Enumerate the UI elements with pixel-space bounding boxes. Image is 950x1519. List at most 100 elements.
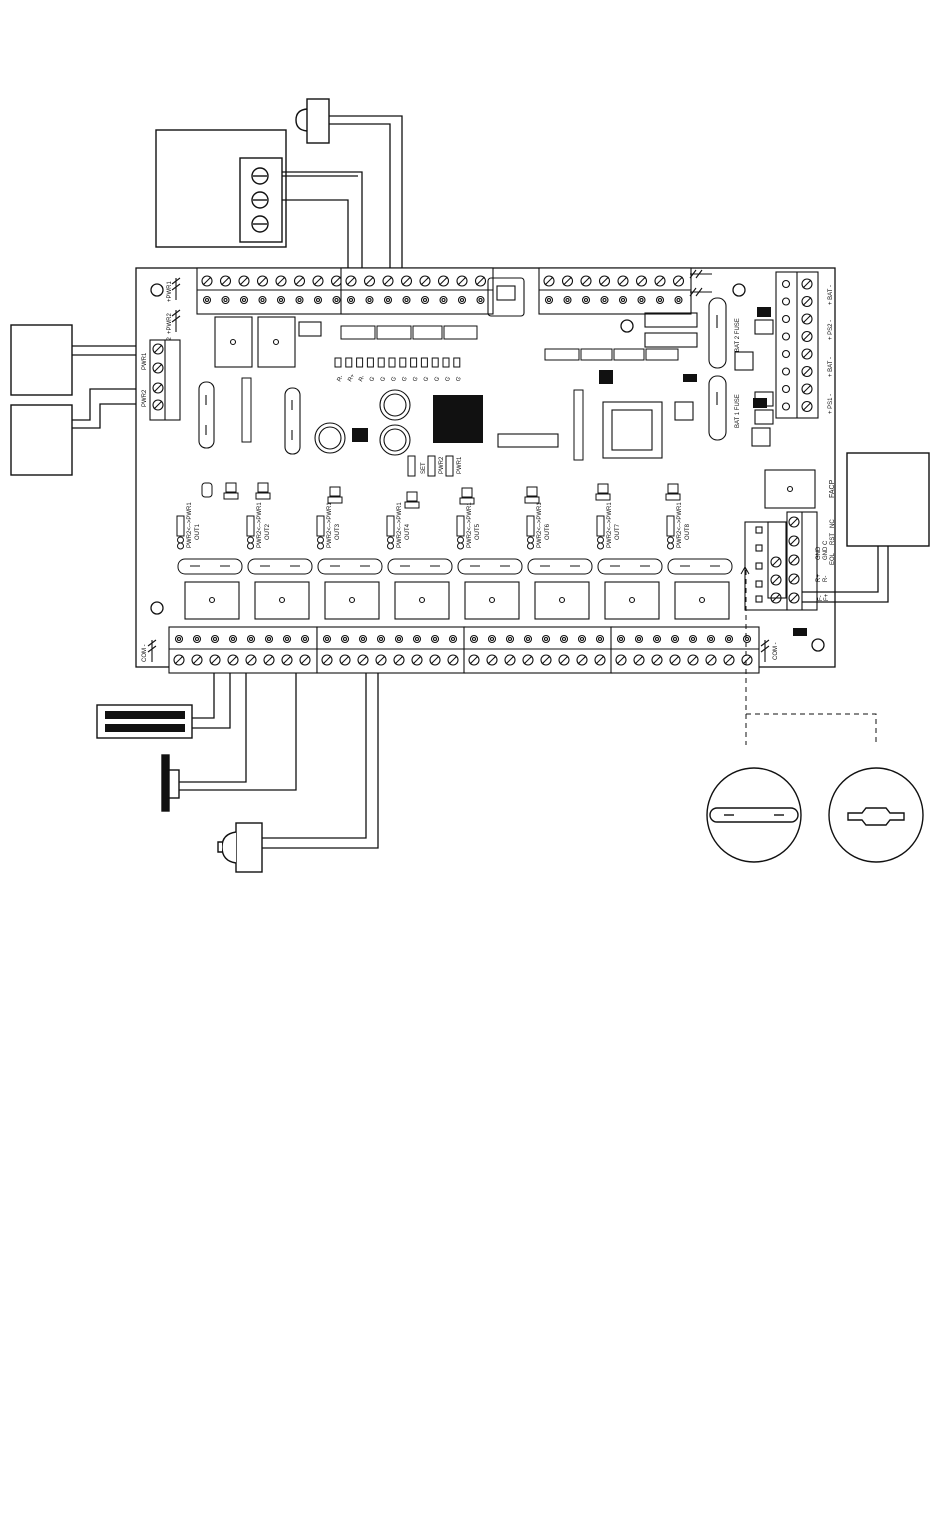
screw-terminal [447, 654, 459, 666]
screw-terminal [474, 275, 487, 287]
terminal-hole [332, 295, 341, 305]
jumper-pin [387, 542, 394, 550]
terminal-hole [322, 634, 332, 644]
diode [524, 496, 540, 504]
terminal-hole [402, 295, 411, 305]
output-name-label: OUT3 [335, 523, 341, 540]
bottom-terminal-block-1 [168, 626, 318, 674]
screw-terminal [400, 275, 413, 287]
output-pwr-label: PWR2<-->PWR1 [257, 502, 263, 548]
screw-terminal [801, 295, 813, 308]
output-relay [674, 581, 730, 620]
led-label: G [401, 376, 409, 383]
status-led [356, 357, 364, 368]
screw-terminal [558, 654, 570, 666]
output-relay [604, 581, 660, 620]
jumper-label-pwr1: PWR1 [457, 456, 463, 474]
status-led [377, 357, 385, 368]
output-relays [184, 581, 730, 620]
led-row [334, 357, 461, 368]
output-name-label: OUT6 [545, 523, 551, 540]
facp-terminal-block [744, 511, 818, 611]
label-pwr2-top: +PWR2 [167, 312, 173, 334]
screw-terminal [486, 654, 498, 666]
output-jumper [246, 515, 255, 537]
door-contact-device [161, 754, 180, 812]
terminal-hole [365, 295, 374, 305]
screw-terminal [345, 275, 357, 287]
svg-text:NC: NC [830, 519, 836, 528]
screw-terminal [429, 654, 441, 666]
screw-terminal [615, 654, 627, 666]
svg-text:+ BAT -: + BAT - [828, 285, 834, 305]
status-led [431, 357, 439, 368]
svg-text:GND: GND [823, 546, 829, 560]
facp-device-box [846, 452, 930, 547]
led-label: R+ [347, 373, 356, 383]
terminal-hole [742, 634, 752, 644]
indicator-led [526, 486, 538, 497]
svg-text:C: C [823, 540, 829, 545]
screw-terminal [209, 654, 221, 666]
terminal-hole [724, 634, 734, 644]
screw-terminal [801, 278, 813, 290]
led-label: R- [358, 375, 366, 383]
terminal-hole [637, 295, 646, 305]
svg-text:R+: R+ [816, 574, 822, 582]
screw-terminal [801, 383, 813, 395]
screw-terminal [339, 654, 351, 666]
terminal-hole [448, 634, 458, 644]
jumper-pin [527, 542, 534, 550]
label-pwr1-top: +PWR1 [167, 280, 173, 302]
screw-terminal [672, 275, 685, 287]
terminal-hole [394, 634, 404, 644]
terminal-hole [505, 634, 515, 644]
led-label: G [391, 376, 399, 383]
com-label-right: COM - [773, 642, 779, 660]
output-relay [464, 581, 520, 620]
jumper-pin [317, 542, 324, 550]
svg-text:RST: RST [830, 533, 836, 545]
output-relay [324, 581, 380, 620]
terminal-hole [487, 634, 497, 644]
diode [223, 492, 239, 500]
output-fuse [177, 558, 243, 575]
output-name-label: OUT4 [405, 523, 411, 540]
led-label: G [423, 376, 431, 383]
facp-labels: FACP NC C GND R- F- RST GND EOL R+ F+ [816, 479, 836, 601]
led-label: G [412, 376, 420, 383]
output-fuse [457, 558, 523, 575]
terminal-hole [559, 634, 569, 644]
output-relay [254, 581, 310, 620]
output-fuses [177, 558, 733, 575]
fuse-label-bat1: BAT 1 FUSE [735, 394, 741, 428]
output-pwr-label: PWR2<-->PWR1 [327, 502, 333, 548]
power-terminal-labels: + BAT - + PS2 - + BAT - + PS1 - [828, 285, 834, 414]
output-indicator-row [201, 482, 681, 509]
top-sensor-wires [329, 115, 403, 270]
jumper-pin [177, 542, 184, 550]
terminal-hole [246, 634, 256, 644]
screw-terminal [543, 275, 555, 287]
power-terminal-block [775, 271, 819, 419]
terminal-hole [192, 634, 202, 644]
controller-board [135, 267, 836, 668]
terminal-hole [358, 634, 368, 644]
dashed-leader [745, 570, 877, 745]
terminal-hole [469, 634, 479, 644]
screw-terminal [281, 654, 293, 666]
terminal-hole [600, 295, 609, 305]
output-pwr-label: PWR2<-->PWR1 [677, 502, 683, 548]
screw-terminal [468, 654, 480, 666]
terminal-hole [412, 634, 422, 644]
status-led [410, 357, 418, 368]
output-jumper [386, 515, 395, 537]
bottom-terminal-block-4 [610, 626, 760, 674]
output-name-label: OUT2 [265, 523, 271, 540]
output-fuse [247, 558, 313, 575]
left-terminal-label-pwr1: PWR1 [142, 352, 148, 370]
status-led [420, 357, 428, 368]
screw-terminal [191, 654, 203, 666]
